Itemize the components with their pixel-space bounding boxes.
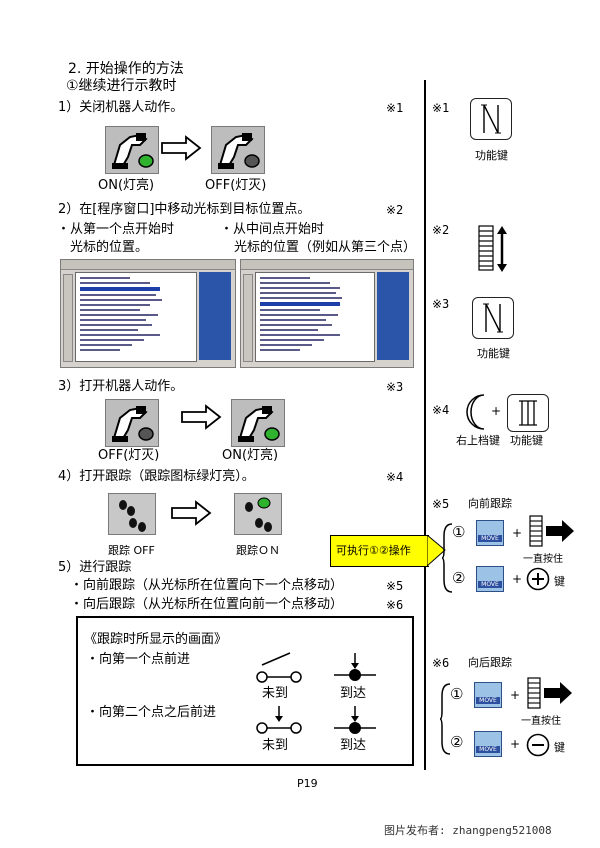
step2-option-b: ・从中间点开始时 [220,222,325,237]
jog-dial-icon [474,222,514,280]
move-forward-icon-1: MOVE [476,520,504,546]
not-arrived-first-icon [254,651,304,687]
step2-option-b-detail: 光标的位置（例如从第三个点） [234,240,417,255]
robot-off-icon-2 [105,399,159,447]
trace-display-box [76,616,414,766]
robot-on-icon-2 [231,399,285,447]
side-label-1: 功能键 [475,149,508,162]
function-key-icon-3 [507,394,549,432]
step2-text: 2）在[程序窗口]中移动光标到目标位置点。 [58,202,311,217]
page-number: P19 [297,777,318,790]
side-note-2: ※2 [432,223,450,237]
backward-brace [439,682,452,760]
box-line-first-point: ・向第一个点前进 [86,652,191,667]
plus-sign-4: + [510,688,521,702]
arrived-label-1: 到达 [340,686,367,701]
hold-label-1: 一直按住 [523,554,563,565]
step2-option-a: ・从第一个点开始时 [57,222,175,237]
arrived-label-2: 到达 [340,738,367,753]
callout-box [330,535,429,567]
plus-key-icon [526,567,550,595]
plus-sign-5: + [510,737,521,751]
step4-text: 4）打开跟踪（跟踪图标绿灯亮）。 [58,469,255,484]
backward-trace-title: 向后跟踪 [468,656,512,669]
step3-on-label: ON(灯亮) [222,448,279,463]
not-arrived-label-1: 未到 [262,686,289,701]
watermark-text: 图片发布者: zhangpeng521008 [384,824,552,837]
plus-sign-3: + [512,572,523,586]
forward-brace [441,522,454,598]
step3-arrow-icon [180,404,222,434]
column-divider [424,80,426,770]
arrived-second-icon [330,704,380,740]
ref-6: ※6 [386,598,404,612]
trace-on-label: 跟踪ＯＮ [236,544,280,557]
function-key-icon [470,98,512,140]
key-label-1: 键 [554,575,565,588]
program-window-first-point [60,259,236,368]
plus-sign: + [491,404,502,418]
side-note-6: ※6 [432,656,450,670]
move-backward-icon-2: MOVE [474,731,502,757]
step1-off-label: OFF(灯灭) [205,178,267,193]
side-note-3: ※3 [432,297,450,311]
jog-forward-icon [528,514,576,552]
robot-on-icon [105,126,159,174]
trace-on-icon [234,493,282,535]
ref-2: ※2 [386,203,404,217]
callout-pointer [426,533,447,571]
move-forward-icon-2: MOVE [476,566,504,592]
robot-off-icon [211,126,265,174]
program-window-middle-point [240,259,414,368]
ref-4: ※4 [386,470,404,484]
trace-off-icon [108,493,156,535]
ref-3: ※3 [386,380,404,394]
box-line-second-point: ・向第二个点之后前进 [86,705,217,720]
ref-5: ※5 [386,579,404,593]
step1-on-label: ON(灯亮) [98,178,155,193]
trace-off-label: 跟踪 OFF [108,544,155,557]
not-arrived-label-2: 未到 [262,738,289,753]
step3-text: 3）打开机器人动作。 [58,379,184,394]
backward-option-1: ① [450,685,464,703]
side-label-4a: 右上档键 [456,434,500,447]
move-backward-icon-1: MOVE [474,682,502,708]
ref-1: ※1 [386,101,404,115]
hold-label-2: 一直按住 [521,716,561,727]
arrived-first-icon [330,651,380,687]
callout-text: 可执行①②操作 [336,544,411,557]
key-label-2: 键 [554,741,565,754]
side-label-4b: 功能键 [510,434,543,447]
shift-key-icon [462,392,490,436]
plus-sign-2: + [512,526,523,540]
section-subtitle: ①继续进行示教时 [66,78,177,94]
step5-text: 5）进行跟踪 [58,560,132,575]
section-title: 2. 开始操作的方法 [68,61,184,77]
forward-trace-title: 向前跟踪 [468,497,512,510]
backward-option-2: ② [450,733,464,751]
step1-text: 1）关闭机器人动作。 [58,100,184,115]
forward-option-1: ① [452,523,466,541]
step4-arrow-icon [170,500,212,530]
step5-forward: ・向前跟踪（从光标所在位置向下一个点移动） [70,578,344,593]
step2-option-a-detail: 光标的位置。 [70,240,149,255]
side-note-4: ※4 [432,403,450,417]
not-arrived-second-icon [254,704,304,740]
box-title: 《跟踪时所显示的画面》 [84,632,228,647]
step1-arrow-icon [160,135,202,165]
function-key-icon-2 [472,297,514,339]
step5-backward: ・向后跟踪（从光标所在位置向前一个点移动） [70,597,344,612]
step3-off-label: OFF(灯灭) [98,448,160,463]
jog-backward-icon [526,676,574,714]
forward-option-2: ② [452,569,466,587]
side-note-5: ※5 [432,497,450,511]
side-label-3: 功能键 [477,347,510,360]
side-note-1: ※1 [432,101,450,115]
minus-key-icon [526,733,550,761]
